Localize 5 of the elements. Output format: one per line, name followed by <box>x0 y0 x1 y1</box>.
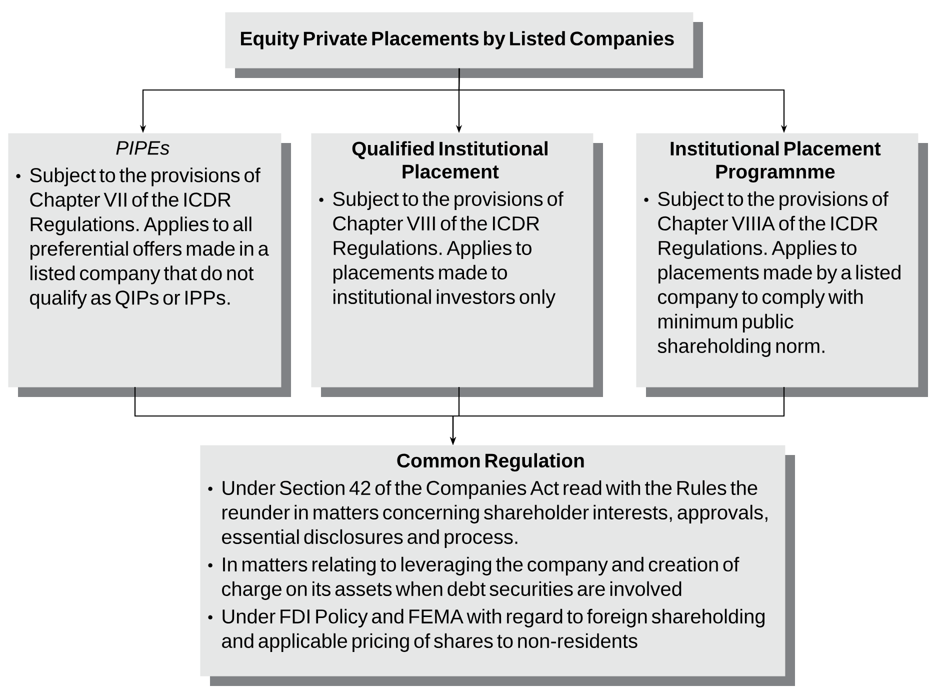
info-box: Institutional Placement Programnme Subject to the provisions of Chapter VIIIA of the ICDR Regulations. Applies to placements made by a listed company to comply with minimum public shareholding norm. <box>636 133 928 397</box>
info-box: PIPEs Subject to the provisions of Chapter VII of the ICDR Regulations. Applies to all preferential offers made in a listed company that do not qualify as QIPs or IPPs. <box>8 133 291 397</box>
title-box: Equity Private Placements by Listed Companies <box>225 12 703 78</box>
info-box: Qualified Institutional Placement Subject to the provisions of Chapter VIII of the ICDR Regulations. Applies to placements made to institutional investors only <box>311 133 603 397</box>
info-box: Common Regulation Under Section 42 of the Companies Act read with the Rules the reunder in matters concerning shareholder interests, approvals, essential disclosures and process. In matters relating to leveraging the company and creation of charge on its assets when debt securities are involved Under FDI Policy and FEMA with regard to foreign shareholding and applicable pricing of shares to non-residents <box>200 445 795 686</box>
